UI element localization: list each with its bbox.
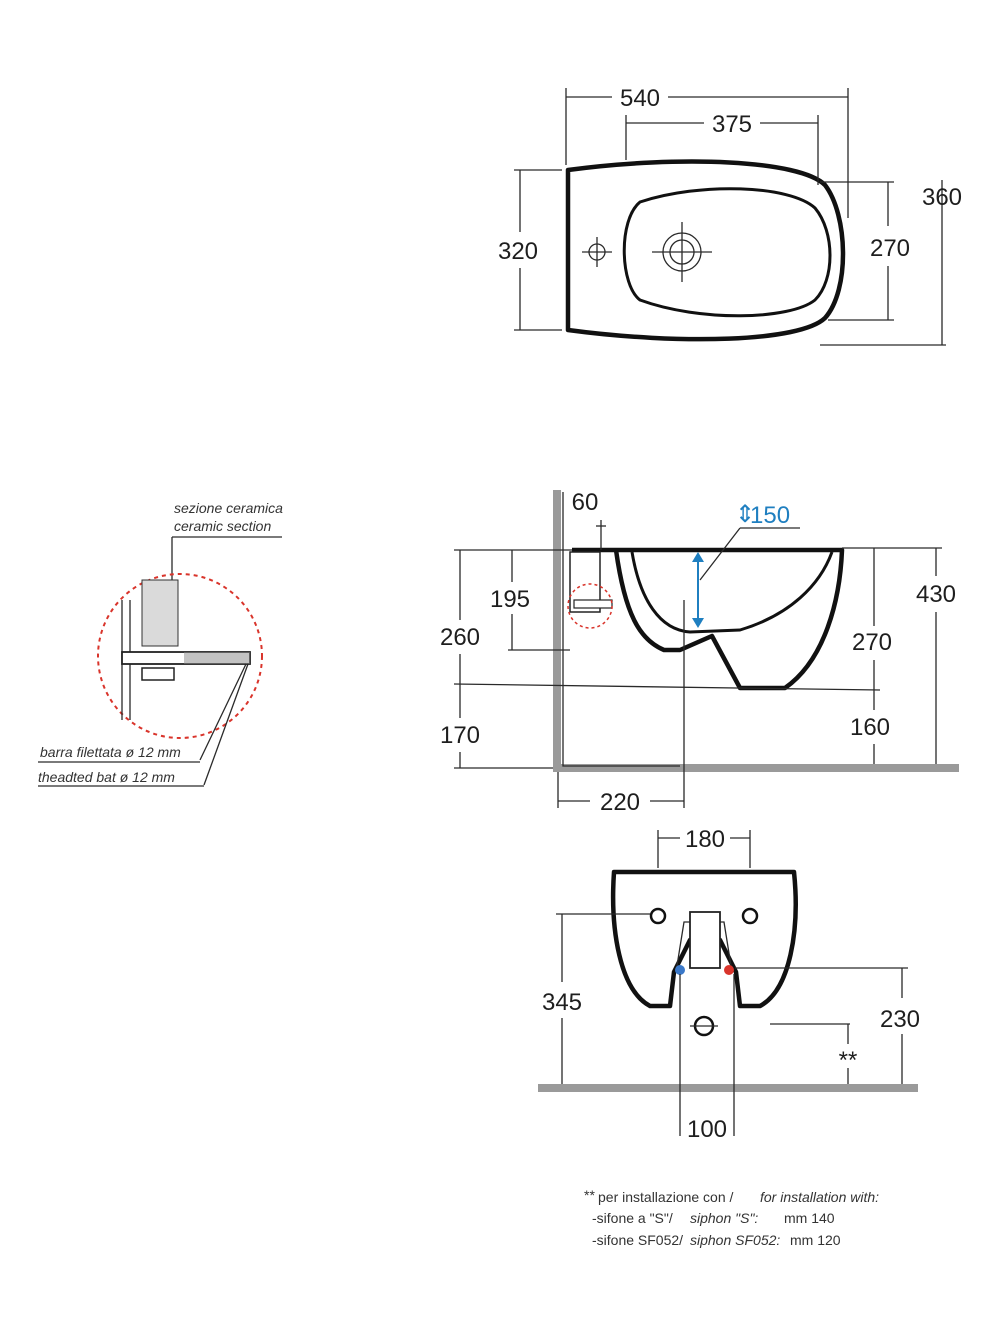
side-floor: [553, 764, 959, 772]
dim-430: 430: [916, 581, 956, 608]
front-floor: [538, 1084, 918, 1092]
dim-345: 345: [542, 989, 582, 1016]
cold-inlet-icon: [675, 965, 685, 975]
bolt-left-icon: [649, 907, 667, 925]
side-frame: [562, 492, 680, 767]
dim-320: 320: [498, 238, 538, 265]
footnote-line2-it: -sifone a "S"/: [592, 1210, 673, 1226]
footnote-line3-val: mm 120: [790, 1232, 841, 1248]
dim-360: 360: [922, 184, 962, 211]
detail-rod-en: theadted bat ø 12 mm: [38, 769, 175, 785]
top-view: 540 375 320 360 270: [498, 85, 962, 346]
footnote-line3-en: siphon SF052:: [690, 1232, 780, 1248]
dim-60: 60: [572, 489, 599, 516]
dim-270-top: 270: [870, 235, 910, 262]
dim-180: 180: [685, 826, 725, 853]
dim-540: 540: [620, 85, 660, 112]
dim-160: 160: [850, 714, 890, 741]
dim-375: 375: [712, 111, 752, 138]
detail-section-en: ceramic section: [174, 518, 271, 534]
dim-100: 100: [687, 1116, 727, 1143]
dim-230: 230: [880, 1006, 920, 1033]
dim-150: 150: [750, 502, 790, 529]
mounting-detail: sezione ceramica ceramic section barra f…: [38, 500, 283, 787]
front-view: 180 345 230 ** 100: [538, 826, 920, 1143]
adjust-icon: ⇕: [735, 501, 755, 528]
footnote-marker: **: [584, 1187, 595, 1203]
bolt-right-icon: [741, 907, 759, 925]
dim-260: 260: [440, 624, 480, 651]
wall: [553, 490, 561, 772]
footnote-line1-en: for installation with:: [760, 1189, 879, 1205]
side-bowl-inner: [630, 551, 834, 634]
top-view-bowl: [622, 187, 832, 318]
dim-195: 195: [490, 586, 530, 613]
ceramic-section: [141, 579, 179, 647]
footnote: ** per installazione con / for installat…: [584, 1187, 879, 1248]
dim-stars: **: [839, 1047, 858, 1074]
side-view: 60 ⇕ 150 195 260 170 430 270: [440, 489, 959, 816]
dim-220: 220: [600, 789, 640, 816]
drain-hole-icon: [652, 222, 712, 282]
detail-rod-it: barra filettata ø 12 mm: [40, 744, 181, 760]
detail-red-circle: [97, 573, 263, 739]
hot-inlet-icon: [724, 965, 734, 975]
footnote-line1-it: per installazione con /: [598, 1189, 734, 1205]
footnote-line3-it: -sifone SF052/: [592, 1232, 683, 1248]
footnote-line2-en: siphon "S":: [690, 1210, 758, 1226]
tap-hole-icon: [582, 237, 612, 267]
footnote-line2-val: mm 140: [784, 1210, 835, 1226]
dim-170: 170: [440, 722, 480, 749]
dim-270-side: 270: [852, 629, 892, 656]
detail-section-it: sezione ceramica: [174, 500, 283, 516]
